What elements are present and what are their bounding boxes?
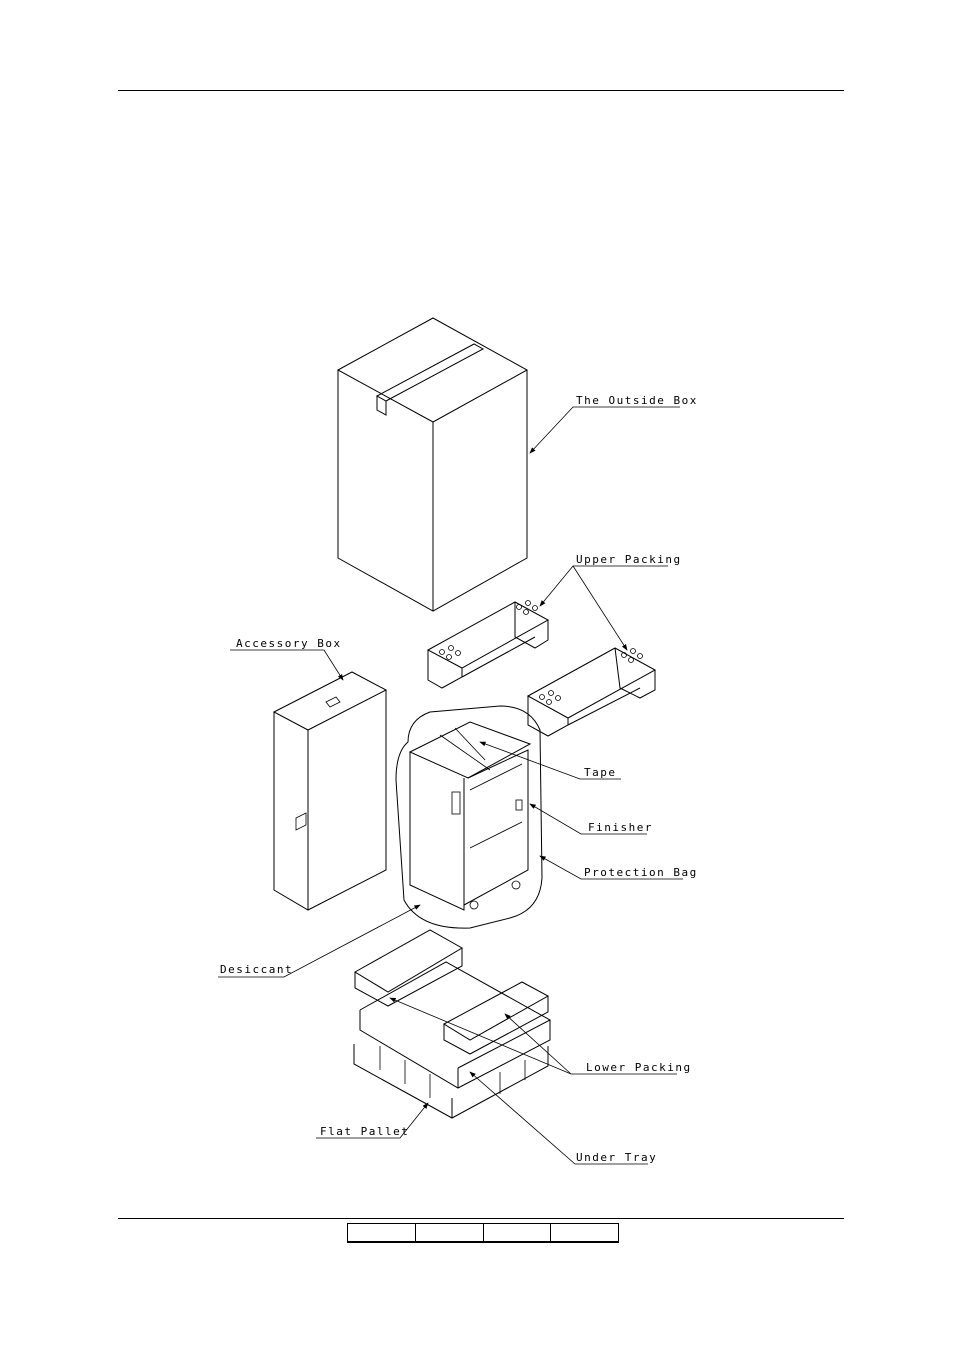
label-under-tray: Under Tray — [576, 1151, 657, 1164]
label-finisher: Finisher — [588, 821, 653, 834]
footer-cell — [416, 1224, 484, 1241]
footer-table — [347, 1223, 619, 1243]
label-lower-packing: Lower Packing — [586, 1061, 692, 1074]
accessory-box-drawing — [274, 672, 386, 910]
leader-lines — [218, 407, 683, 1164]
upper-packing-drawing — [428, 601, 655, 737]
label-flat-pallet: Flat Pallet — [320, 1125, 409, 1138]
label-protection-bag: Protection Bag — [584, 866, 698, 879]
footer-cell — [484, 1224, 552, 1241]
label-accessory-box: Accessory Box — [236, 637, 342, 650]
footer-cell — [551, 1224, 618, 1241]
footer-cell — [348, 1224, 416, 1241]
label-desiccant: Desiccant — [220, 963, 293, 976]
label-upper-packing: Upper Packing — [576, 553, 682, 566]
finisher-drawing — [396, 706, 542, 928]
label-tape: Tape — [584, 766, 617, 779]
label-outside-box: The Outside Box — [576, 394, 698, 407]
outside-box-drawing — [338, 318, 527, 611]
